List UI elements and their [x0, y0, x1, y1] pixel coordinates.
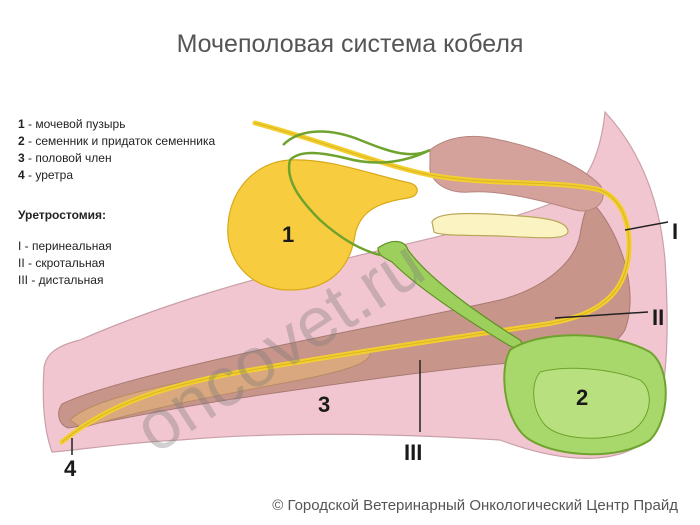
- label-perineal: I: [672, 219, 678, 244]
- legend-item-bladder: 1 - мочевой пузырь: [18, 117, 126, 131]
- label-scrotal: II: [652, 305, 664, 330]
- label-bladder: 1: [282, 222, 294, 247]
- label-urethra: 4: [64, 456, 77, 481]
- diagram-title: Мочеполовая система кобеля: [176, 30, 524, 58]
- label-testis: 2: [576, 385, 588, 410]
- label-penis: 3: [318, 392, 330, 417]
- epididymis: [533, 367, 650, 439]
- copyright: © Городской Ветеринарный Онкологический …: [272, 497, 678, 514]
- legend-item-urethra: 4 - уретра: [18, 168, 74, 182]
- pointer-perineal: [624, 221, 669, 231]
- legend-type-distal: III - дистальная: [18, 273, 104, 287]
- legend-type-scrotal: II - скротальная: [18, 256, 105, 270]
- rectum: [429, 135, 604, 212]
- legend: 1 - мочевой пузырь 2 - семенник и придат…: [18, 116, 215, 289]
- vas-deferens: [282, 130, 431, 257]
- urethra-outline: [61, 122, 630, 443]
- pointer-scrotal: [554, 311, 649, 319]
- label-distal: III: [404, 440, 422, 465]
- legend-item-testis: 2 - семенник и придаток семенника: [18, 134, 216, 148]
- legend-heading-urethrostomy: Уретростомия:: [18, 208, 107, 222]
- legend-item-penis: 3 - половой член: [18, 151, 112, 165]
- legend-type-perineal: I - перинеальная: [18, 239, 112, 253]
- os-penis: [431, 212, 569, 239]
